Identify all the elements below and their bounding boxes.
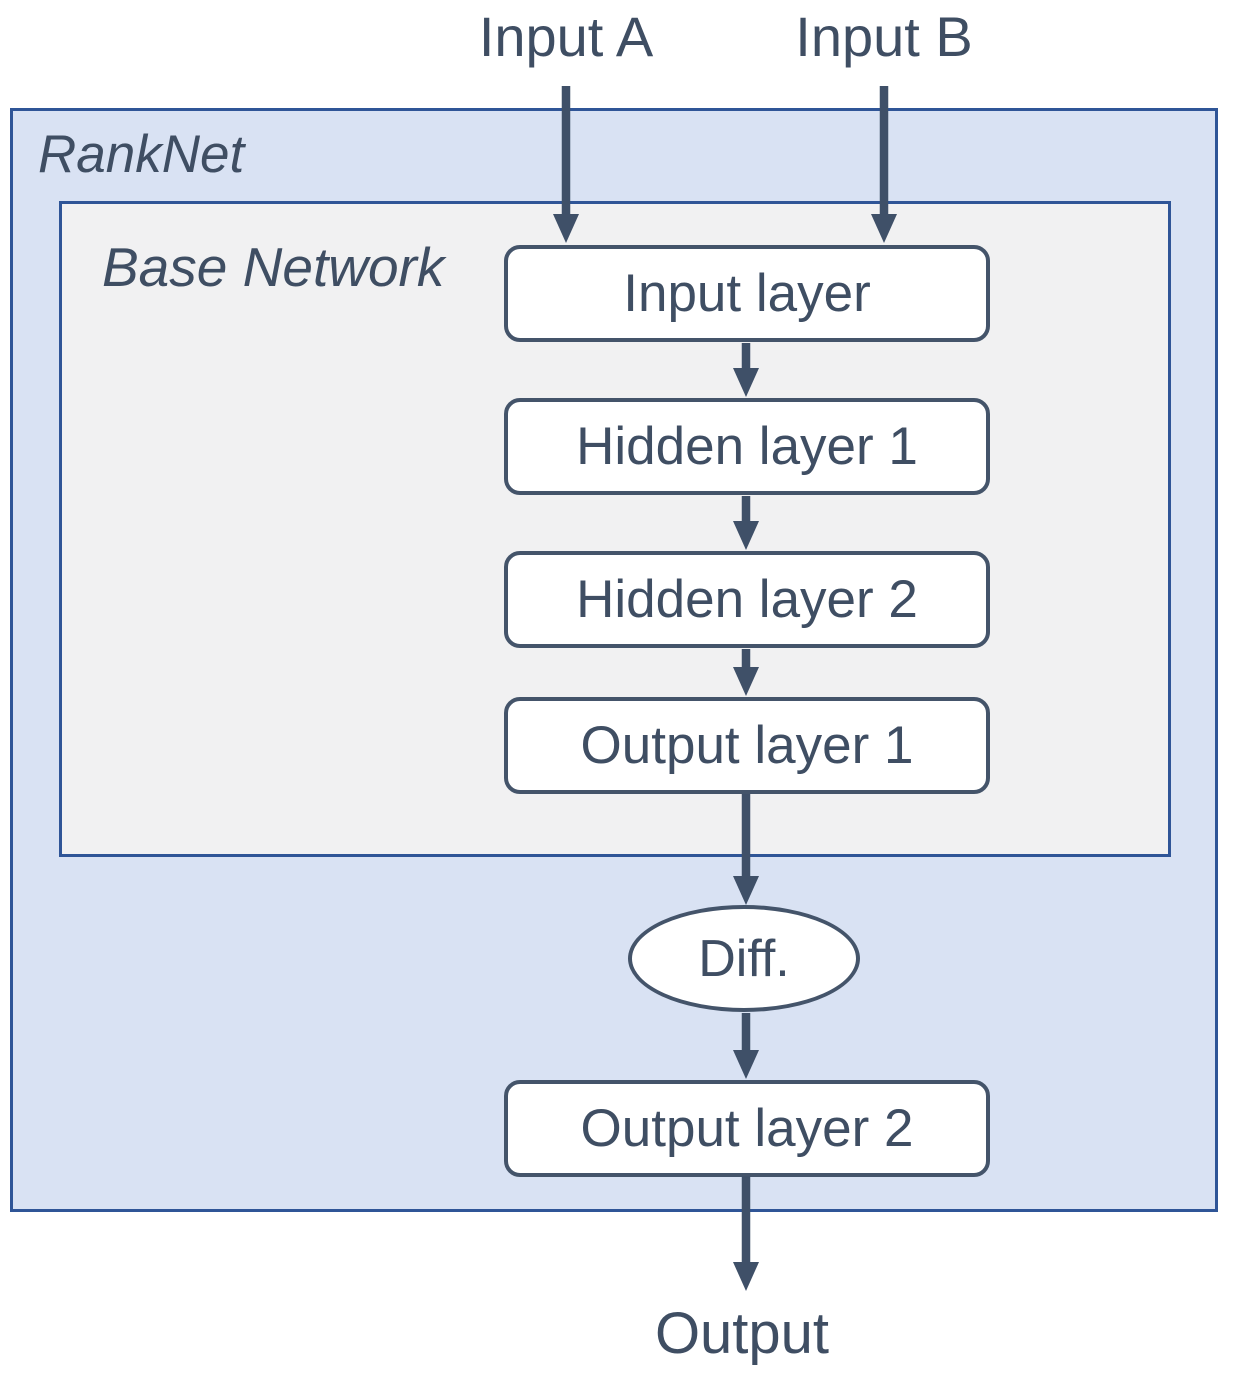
node-input-layer-label: Input layer	[623, 264, 871, 323]
node-diff: Diff.	[628, 905, 860, 1012]
node-output-layer-1: Output layer 1	[504, 697, 990, 794]
node-output-layer-2-label: Output layer 2	[580, 1099, 914, 1158]
ranknet-container-label: RankNet	[38, 125, 245, 184]
node-hidden-layer-1-label: Hidden layer 1	[576, 417, 918, 476]
node-output-layer-1-label: Output layer 1	[580, 716, 914, 775]
output-label: Output	[654, 1301, 830, 1366]
input-a-label: Input A	[478, 5, 654, 68]
node-hidden-layer-2-label: Hidden layer 2	[576, 570, 918, 629]
node-hidden-layer-2: Hidden layer 2	[504, 551, 990, 648]
node-hidden-layer-1: Hidden layer 1	[504, 398, 990, 495]
node-input-layer: Input layer	[504, 245, 990, 342]
node-output-layer-2: Output layer 2	[504, 1080, 990, 1177]
node-diff-label: Diff.	[698, 929, 790, 988]
base-network-container-label: Base Network	[102, 236, 445, 298]
input-b-label: Input B	[795, 5, 973, 68]
